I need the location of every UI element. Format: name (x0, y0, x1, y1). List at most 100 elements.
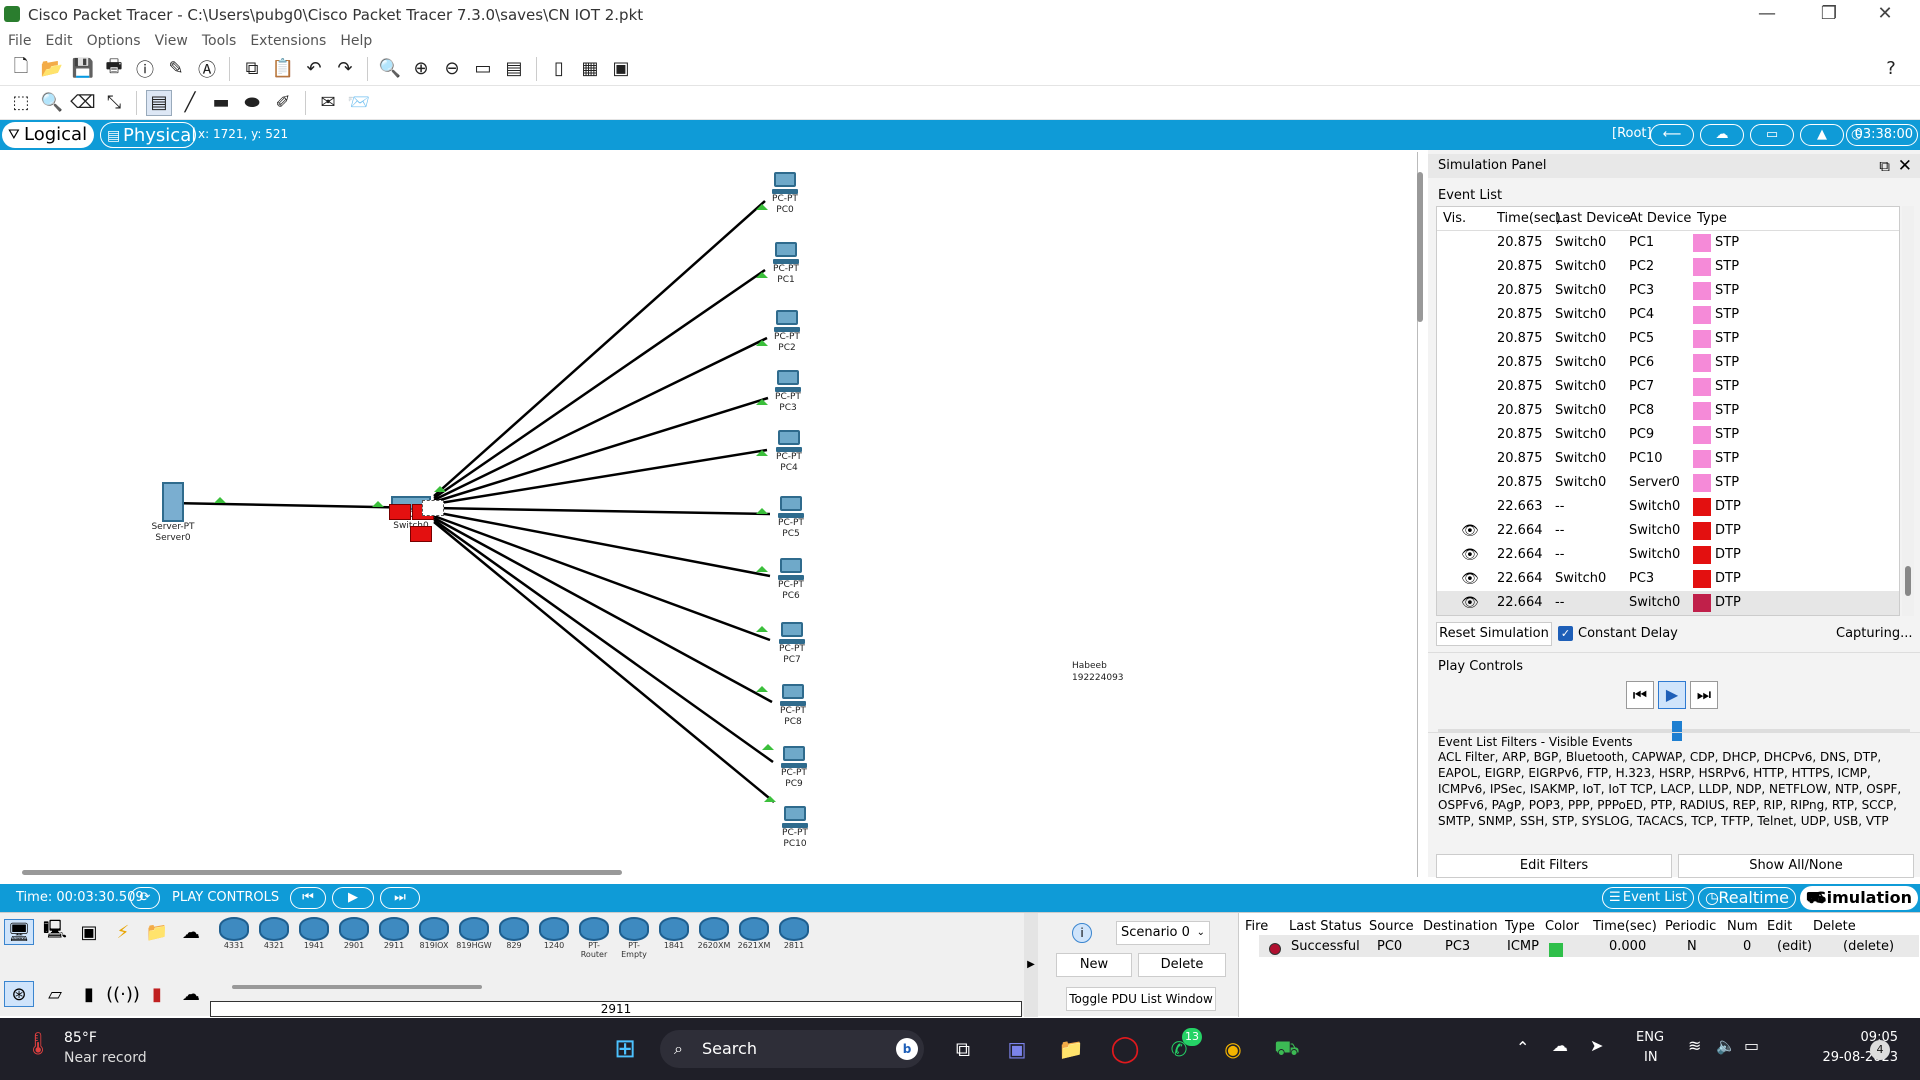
pdu-row[interactable] (1259, 935, 1919, 957)
device-model-item[interactable]: 819IOX (416, 917, 452, 950)
show-all-none-button[interactable]: Show All/None (1678, 854, 1914, 878)
device-model-item[interactable]: 2911 (376, 917, 412, 950)
menu-help[interactable]: Help (340, 33, 373, 49)
open-icon[interactable]: 📂 (40, 58, 64, 79)
device-model-item[interactable]: PT-Empty (616, 917, 652, 959)
pdu-edit-link[interactable]: (edit) (1777, 939, 1813, 954)
workspace-note[interactable]: Habeeb 192224093 (1072, 660, 1124, 684)
end-devices-icon[interactable]: 🖳 (42, 919, 67, 940)
reset-simulation-button[interactable]: Reset Simulation (1436, 622, 1552, 646)
drawing-palette-icon[interactable]: ▭ (474, 58, 492, 79)
menu-extensions[interactable]: Extensions (250, 33, 327, 49)
step-back-icon[interactable]: ⏮ (1626, 681, 1654, 709)
help-icon[interactable]: ? (1886, 58, 1896, 79)
menu-view[interactable]: View (154, 33, 188, 49)
whatsapp-icon[interactable]: ✆ (1170, 1037, 1188, 1061)
clock-time[interactable]: 09:05 (1860, 1030, 1898, 1045)
device-model-item[interactable]: 819HGW (456, 917, 492, 950)
back-icon[interactable]: ⏮ (290, 887, 326, 909)
language-region[interactable]: IN (1644, 1050, 1658, 1065)
pdu-delete-link[interactable]: (delete) (1843, 939, 1895, 954)
redo-icon[interactable]: ↷ (337, 58, 353, 79)
custom-device-dialog-icon[interactable]: ▤ (505, 58, 523, 79)
device-model-item[interactable]: 2621XM (736, 917, 772, 950)
play-icon[interactable]: ▶ (1658, 681, 1686, 709)
zoom-out-icon[interactable]: ⊖ (444, 58, 460, 79)
viewport-button[interactable]: ▭ (1750, 124, 1794, 146)
weather-temp[interactable]: 85°F (64, 1030, 97, 1046)
logical-workspace[interactable]: Server-PT Server0 2960-24 Switch0 PC-PTP… (0, 152, 1418, 877)
chrome-icon[interactable]: ◉ (1224, 1037, 1242, 1061)
taskbar-search[interactable]: ⌕ Search b (660, 1030, 924, 1068)
location-icon[interactable]: ➤ (1590, 1036, 1604, 1055)
save-icon[interactable]: 💾 (71, 58, 95, 79)
forward-icon[interactable]: ⏭ (380, 887, 420, 909)
weather-desc[interactable]: Near record (64, 1050, 147, 1066)
physical-tab[interactable]: ▤ Physical (100, 122, 196, 148)
device-model-item[interactable]: 2811 (776, 917, 812, 950)
scenario-select[interactable]: Scenario 0 ⌄ (1116, 921, 1210, 945)
windows-start-icon[interactable]: ⊞ (614, 1034, 636, 1064)
event-list-toggle[interactable]: ☰ Event List (1602, 887, 1694, 909)
event-list-scroll-thumb[interactable] (1905, 566, 1911, 596)
info-icon[interactable]: ⓘ (136, 59, 154, 81)
zoom-reset-icon[interactable]: ⊕ (413, 58, 429, 79)
device-model-item[interactable]: 2901 (336, 917, 372, 950)
menu-edit[interactable]: Edit (45, 33, 73, 49)
battery-icon[interactable]: ▭ (1744, 1036, 1760, 1055)
wan-emulation-icon[interactable]: ☁ (182, 983, 200, 1005)
logical-tab[interactable]: ⛛ Logical (2, 122, 94, 148)
security-icon[interactable]: ▮ (152, 983, 162, 1005)
step-forward-icon[interactable]: ⏭ (1690, 681, 1718, 709)
cluster-icon[interactable]: ☁ (1700, 124, 1744, 146)
language-code[interactable]: ENG (1636, 1030, 1665, 1045)
teams-icon[interactable]: ▣ (1007, 1037, 1027, 1061)
freeform-icon[interactable]: ✐ (275, 92, 291, 113)
notification-badge[interactable]: 4 (1870, 1040, 1890, 1060)
menu-file[interactable]: File (8, 33, 32, 49)
undock-icon[interactable]: ⧉ (1879, 157, 1890, 175)
device-model-item[interactable]: 2620XM (696, 917, 732, 950)
wireless-icon[interactable]: ((·)) (106, 983, 140, 1005)
notes-icon[interactable]: ▯ (554, 58, 564, 79)
device-model-item[interactable]: 1841 (656, 917, 692, 950)
pdu-envelope-icon[interactable] (422, 500, 444, 516)
wifi-icon[interactable]: ≋ (1688, 1036, 1702, 1055)
back-button[interactable]: ⟵ (1650, 124, 1694, 146)
eye-icon[interactable]: 👁 (1461, 595, 1479, 611)
workspace-horizontal-scrollbar[interactable] (22, 870, 622, 875)
components-icon[interactable]: ▣ (80, 921, 98, 943)
menu-tools[interactable]: Tools (201, 33, 237, 49)
volume-icon[interactable]: 🔈 (1716, 1036, 1736, 1055)
simple-pdu-icon[interactable]: ✉ (320, 92, 336, 113)
delete-icon[interactable]: ⌫ (70, 92, 96, 113)
complex-pdu-icon[interactable]: 📨 (347, 92, 371, 113)
rectangle-icon[interactable]: ▬ (212, 92, 230, 113)
maximize-button[interactable]: ❐ (1820, 3, 1838, 24)
print-icon[interactable]: 🖶 (105, 55, 123, 77)
zoom-in-icon[interactable]: 🔍 (378, 58, 402, 79)
paste-icon[interactable]: 📋 (271, 58, 295, 79)
file-explorer-icon[interactable]: 📁 (1058, 1037, 1084, 1061)
close-panel-icon[interactable]: ✕ (1897, 156, 1912, 176)
network-devices-icon[interactable]: 🖥 (4, 919, 34, 945)
hubs-icon[interactable]: ▮ (84, 983, 94, 1005)
device-model-item[interactable]: PT-Router (576, 917, 612, 959)
